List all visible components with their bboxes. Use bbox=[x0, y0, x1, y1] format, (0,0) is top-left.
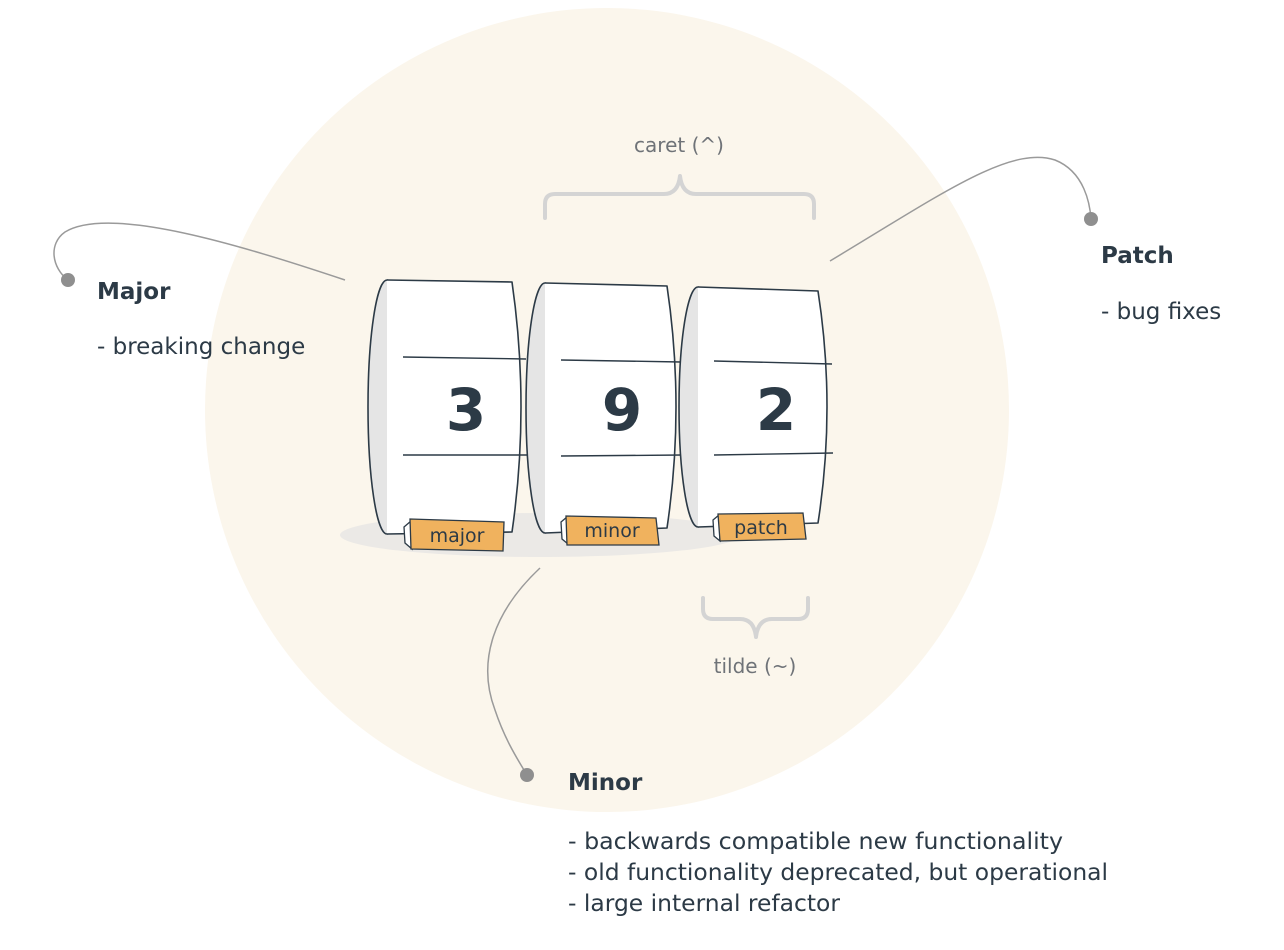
reel-patch-band-top bbox=[713, 360, 833, 365]
callout-minor-title: Minor bbox=[568, 770, 643, 796]
major-connector-dot bbox=[61, 273, 75, 287]
tilde-label: tilde (~) bbox=[714, 654, 797, 678]
callout-patch-title: Patch bbox=[1101, 243, 1174, 269]
tag-major-plate bbox=[409, 518, 505, 552]
callout-minor-line-2: - old functionality deprecated, but oper… bbox=[568, 860, 1108, 886]
callout-patch-line: - bug fixes bbox=[1101, 299, 1221, 325]
caret-bracket bbox=[543, 174, 816, 220]
reel-major-body bbox=[386, 279, 522, 535]
tag-major: major bbox=[403, 518, 505, 552]
tilde-range: tilde (~) bbox=[701, 596, 810, 678]
reel-minor-body bbox=[544, 282, 677, 534]
tag-patch-label: patch bbox=[734, 517, 788, 539]
reel-minor-band-top bbox=[560, 359, 682, 363]
callout-patch: Patch - bug fixes bbox=[1101, 243, 1221, 325]
reel-patch-body bbox=[697, 286, 828, 528]
reel-patch-band-bottom bbox=[713, 452, 834, 456]
reel-major-digit: 3 bbox=[446, 376, 486, 444]
callout-major-title: Major bbox=[97, 279, 171, 305]
callout-minor-line-3: - large internal refactor bbox=[568, 891, 841, 917]
connectors bbox=[53, 156, 1098, 782]
reel-patch: 2 patch bbox=[678, 286, 834, 543]
tag-minor-label: minor bbox=[584, 520, 639, 542]
tilde-bracket bbox=[701, 596, 810, 639]
tag-patch-plate bbox=[717, 512, 807, 542]
patch-connector bbox=[829, 156, 1092, 262]
minor-connector bbox=[487, 567, 541, 776]
caret-label: caret (^) bbox=[634, 133, 724, 157]
caret-range: caret (^) bbox=[543, 133, 816, 220]
tag-major-label: major bbox=[430, 525, 485, 547]
reel-minor-digit: 9 bbox=[602, 376, 642, 444]
callout-major: Major - breaking change bbox=[97, 279, 305, 360]
callout-major-line: - breaking change bbox=[97, 334, 305, 360]
callout-minor: Minor - backwards compatible new functio… bbox=[568, 770, 1108, 917]
reel-minor-band-bottom bbox=[560, 454, 683, 457]
patch-connector-dot bbox=[1084, 212, 1098, 226]
tag-minor: minor bbox=[560, 515, 660, 546]
tag-minor-plate bbox=[565, 515, 660, 546]
major-connector bbox=[53, 222, 346, 281]
tag-patch: patch bbox=[712, 512, 807, 543]
reel-minor: 9 minor bbox=[525, 282, 683, 546]
minor-connector-dot bbox=[520, 768, 534, 782]
reel-patch-digit: 2 bbox=[756, 376, 796, 444]
reel-major-band-top bbox=[402, 356, 527, 360]
reel-major: 3 major bbox=[367, 279, 527, 552]
callout-minor-line-1: - backwards compatible new functionality bbox=[568, 829, 1063, 855]
